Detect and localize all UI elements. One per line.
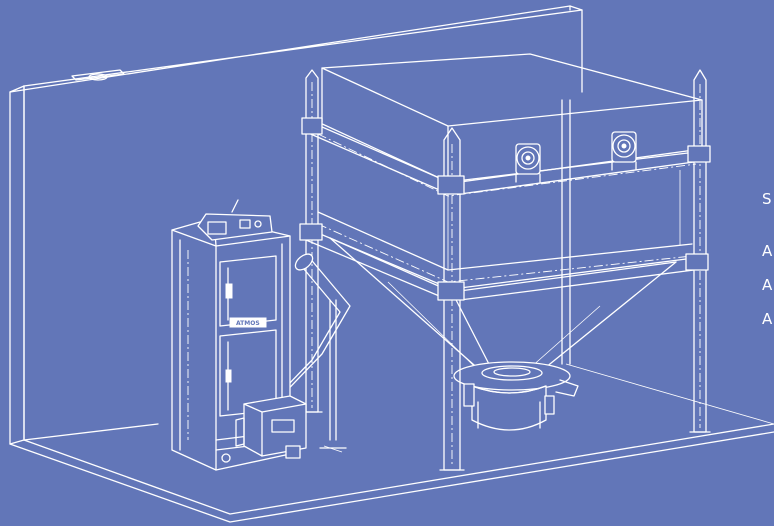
silo-vent-motors [515, 131, 637, 183]
silo-frame [299, 69, 711, 471]
side-label-2: A [762, 242, 773, 260]
side-label-1: S [762, 190, 772, 208]
side-label-4: A [762, 310, 773, 328]
room-floor [9, 363, 774, 523]
pellet-burner [235, 395, 307, 459]
boiler-brand-plate: ATMOS [236, 320, 260, 327]
pellet-silo [317, 53, 703, 431]
side-label-3: A [762, 276, 773, 294]
